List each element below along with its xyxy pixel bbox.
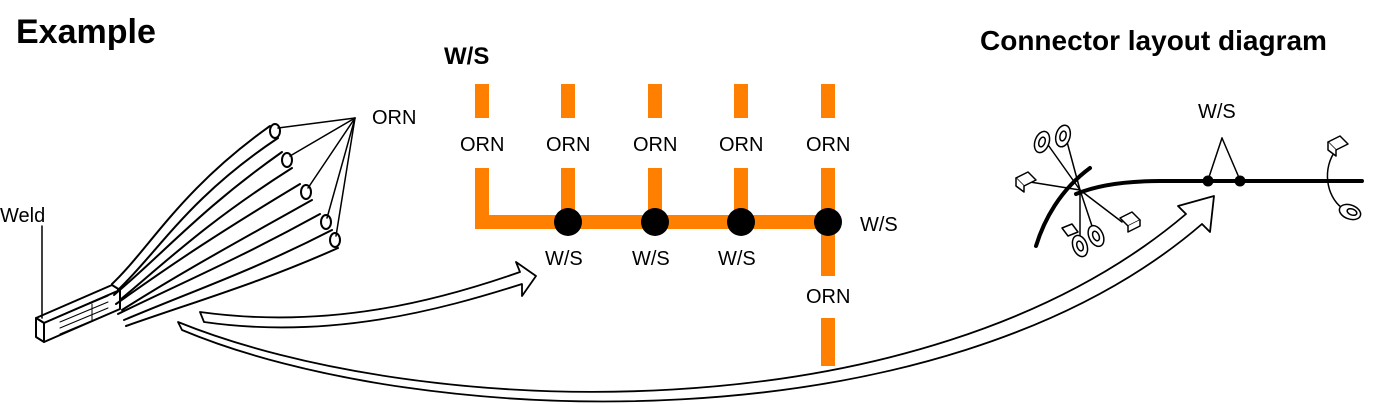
wire-bundle-illustration: [35, 117, 356, 343]
branch-label-5: ORN: [806, 134, 850, 156]
bottom-orn-label: ORN: [806, 286, 850, 308]
connector-layout-title: Connector layout diagram: [980, 25, 1327, 56]
branch-label-1: ORN: [460, 134, 504, 156]
splice-point-3: [727, 208, 755, 236]
splice-point-2: [641, 208, 669, 236]
example-title: Example: [16, 13, 156, 51]
connector-layout-diagram: [1015, 124, 1364, 258]
splice-point-1: [554, 208, 582, 236]
right-lead-wire: [1326, 149, 1343, 209]
splice-point-4: [814, 208, 842, 236]
layout-splice-label: W/S: [1198, 101, 1236, 123]
branch-label-4: ORN: [719, 134, 763, 156]
bundle-wires: [111, 123, 341, 327]
orn-leader-lines: [277, 117, 356, 237]
ring-terminal-icons: [1033, 124, 1105, 258]
bundle-orn-label: ORN: [372, 107, 416, 129]
right-end-connectors: [1327, 135, 1362, 221]
splice-label-3: W/S: [718, 248, 756, 270]
arrow-to-schematic: [199, 261, 537, 329]
splice-label-1: W/S: [545, 248, 583, 270]
branch-label-2: ORN: [546, 134, 590, 156]
splice-points: [554, 208, 842, 236]
end-splice-label: W/S: [860, 214, 898, 236]
harness-arc: [1034, 166, 1092, 248]
arrow-to-layout: [177, 195, 1215, 403]
ws-heading: W/S: [444, 43, 489, 70]
connector-box-icons: [1015, 171, 1141, 237]
ws-leader-lines: [1207, 137, 1241, 181]
layout-splice-point-1: [1202, 175, 1214, 187]
harness-main-line: [1074, 179, 1364, 196]
weld-label: Weld: [0, 205, 45, 227]
weld-block: [35, 284, 121, 343]
branch-wires: [1029, 137, 1123, 237]
splice-label-2: W/S: [632, 248, 670, 270]
layout-splice-point-2: [1234, 175, 1246, 187]
branch-label-3: ORN: [633, 134, 677, 156]
flow-arrows: [177, 195, 1215, 403]
